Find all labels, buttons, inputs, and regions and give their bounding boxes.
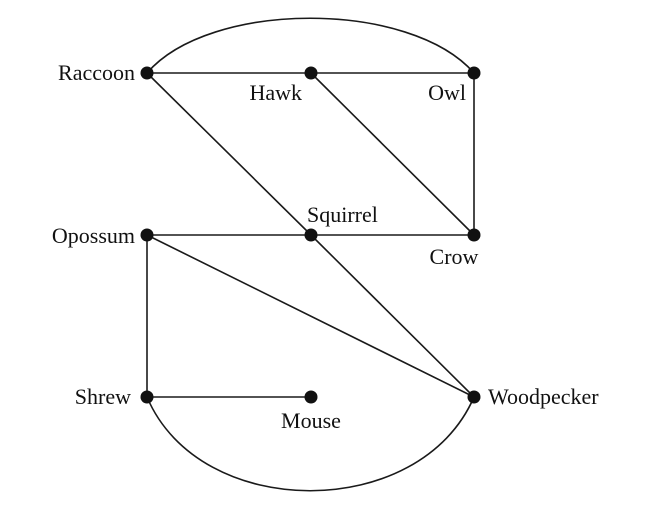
label-hawk: Hawk — [249, 80, 302, 105]
node-raccoon — [140, 66, 154, 80]
node-mouse — [304, 390, 318, 404]
edge-raccoon-owl — [146, 17, 475, 74]
label-opossum: Opossum — [52, 223, 135, 248]
label-mouse: Mouse — [281, 408, 341, 433]
edge-shrew-woodpecker — [146, 396, 475, 492]
label-squirrel: Squirrel — [307, 202, 378, 227]
nodes — [140, 66, 481, 404]
edge-squirrel-woodpecker — [310, 234, 475, 398]
node-opossum — [140, 228, 154, 242]
edges — [146, 17, 475, 492]
label-raccoon: Raccoon — [58, 60, 135, 85]
node-woodpecker — [467, 390, 481, 404]
node-shrew — [140, 390, 154, 404]
edge-hawk-crow — [310, 72, 475, 236]
label-shrew: Shrew — [75, 384, 131, 409]
node-owl — [467, 66, 481, 80]
node-squirrel — [304, 228, 318, 242]
label-crow: Crow — [430, 244, 479, 269]
edge-opossum-woodpecker — [146, 234, 475, 398]
labels: Raccoon Hawk Owl Opossum Squirrel Crow S… — [52, 60, 599, 433]
label-woodpecker: Woodpecker — [488, 384, 599, 409]
edge-raccoon-squirrel — [146, 72, 312, 236]
node-crow — [467, 228, 481, 242]
node-hawk — [304, 66, 318, 80]
label-owl: Owl — [428, 80, 466, 105]
